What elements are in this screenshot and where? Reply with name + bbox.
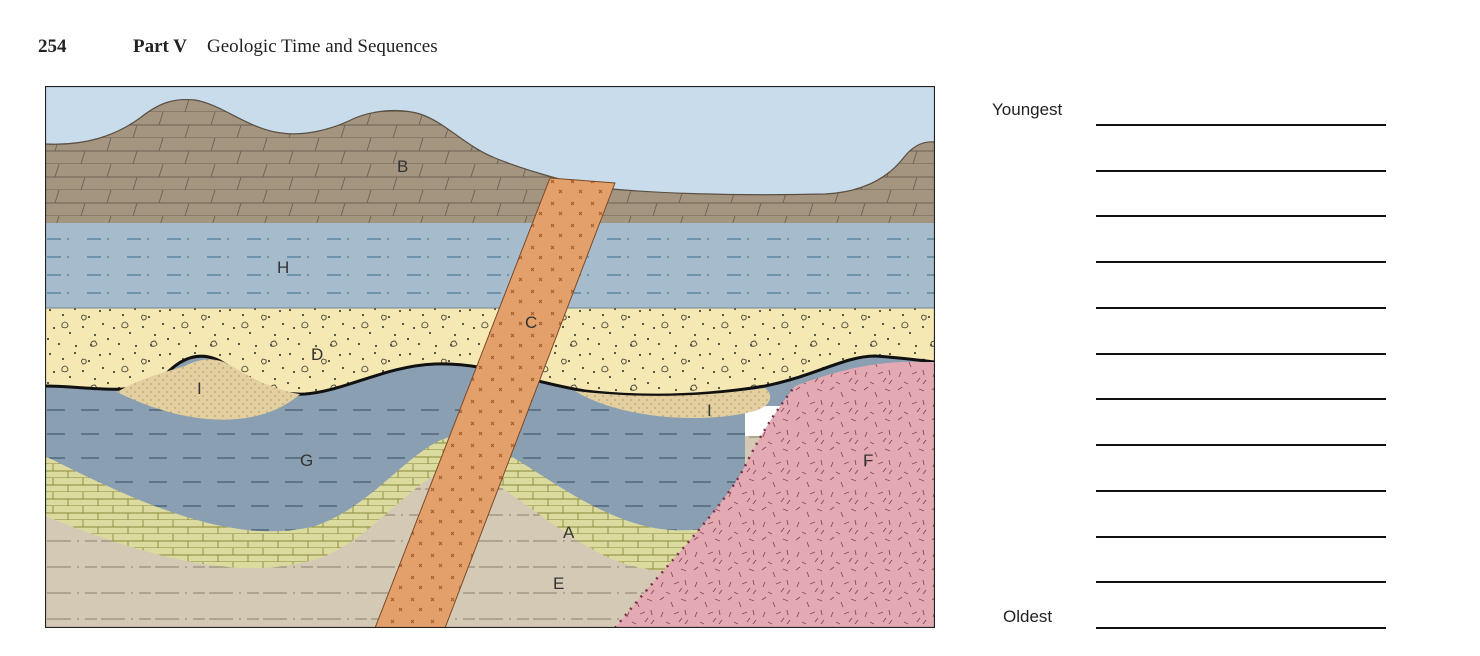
answer-blank-line[interactable]: [1096, 261, 1386, 263]
answer-blank-line[interactable]: [1096, 170, 1386, 172]
answer-blank-line[interactable]: [1096, 307, 1386, 309]
label-c: C: [525, 313, 537, 332]
answer-blank-line[interactable]: [1096, 124, 1386, 126]
answer-blank-line[interactable]: [1096, 536, 1386, 538]
part-label: Part V: [133, 36, 187, 57]
label-b: B: [397, 157, 408, 176]
label-a: A: [563, 523, 575, 542]
answer-blank-line[interactable]: [1096, 444, 1386, 446]
page-number: 254: [38, 36, 67, 57]
answer-blank-line[interactable]: [1096, 215, 1386, 217]
label-h: H: [277, 258, 289, 277]
youngest-label: Youngest: [992, 100, 1063, 119]
label-i-right: I: [707, 401, 712, 420]
answer-blank-line[interactable]: [1096, 581, 1386, 583]
oldest-label: Oldest: [1003, 607, 1053, 626]
answer-blank-line[interactable]: [1096, 353, 1386, 355]
figure-frame: [45, 86, 935, 628]
label-g: G: [300, 451, 313, 470]
label-f: F: [863, 451, 873, 470]
answer-blank-line[interactable]: [1096, 490, 1386, 492]
section-title: Geologic Time and Sequences: [207, 36, 438, 57]
geologic-cross-section: B H C D I I G F A E: [45, 86, 935, 628]
answer-blank-line[interactable]: [1096, 627, 1386, 629]
page-header: 254 Part V Geologic Time and Sequences: [38, 36, 438, 58]
label-e: E: [553, 574, 564, 593]
unconformity: [45, 354, 935, 397]
label-d: D: [311, 345, 323, 364]
label-i-left: I: [197, 379, 202, 398]
contact-metamorphism: [614, 385, 797, 628]
answer-blank-line[interactable]: [1096, 398, 1386, 400]
